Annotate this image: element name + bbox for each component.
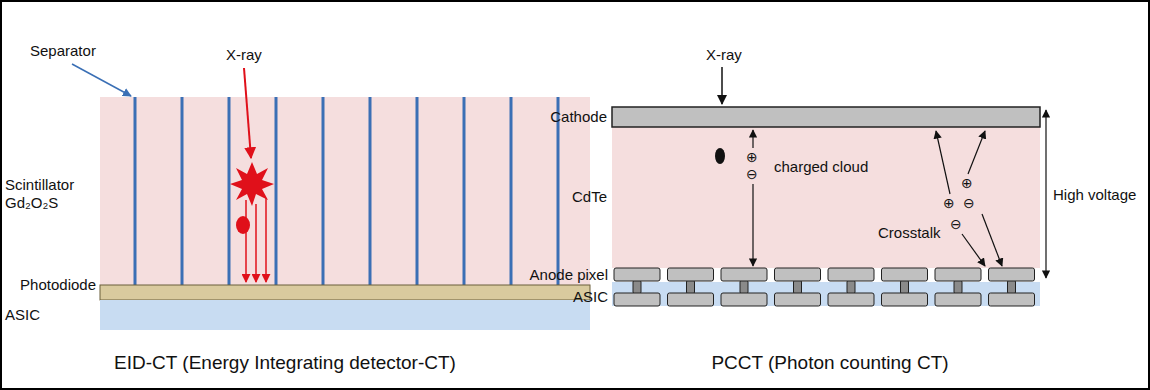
asic-pad — [614, 293, 660, 306]
part-label: X-ray — [226, 46, 262, 64]
charge-symbol: ⊖ — [746, 167, 758, 181]
electron-drift — [982, 214, 1002, 266]
xray-arrow — [244, 68, 251, 158]
pixel-bump — [633, 280, 641, 294]
leader-line — [72, 64, 131, 96]
separator-line — [322, 97, 325, 285]
asic-pad — [989, 293, 1035, 306]
scintillation-burst — [230, 162, 274, 206]
part-label: ASIC — [573, 288, 608, 306]
hole-drift — [752, 130, 753, 148]
charge-symbol: ⊕ — [943, 196, 955, 210]
part-label: Anode pixel — [530, 266, 608, 284]
separators — [135, 97, 558, 285]
absorption-point — [715, 148, 725, 164]
anode-pixel — [721, 268, 767, 281]
charge-symbol: ⊕ — [746, 150, 758, 164]
xray-arrow — [721, 67, 723, 104]
light-arrow — [255, 204, 257, 282]
separator-line — [369, 97, 372, 285]
separator-line — [416, 97, 419, 285]
asic-pad — [882, 293, 928, 306]
pixel-bump — [901, 280, 909, 294]
asic-band — [100, 300, 590, 330]
pixel-bump — [740, 280, 748, 294]
pixel-bump — [794, 280, 802, 294]
separator-line — [181, 97, 184, 285]
asic-pad — [828, 293, 874, 306]
anode-pixel — [614, 268, 660, 281]
photodiode-band — [100, 285, 590, 300]
part-label: CdTe — [572, 188, 607, 206]
anode-pixels — [614, 268, 1035, 306]
part-label: Cathode — [550, 108, 607, 126]
asic-pad — [668, 293, 714, 306]
asic-pad — [935, 293, 981, 306]
asic-pad — [721, 293, 767, 306]
hole-drift — [968, 131, 985, 174]
asic-band — [612, 282, 1040, 306]
part-label: X-ray — [706, 46, 742, 64]
part-label: High voltage — [1053, 186, 1136, 204]
panel-caption: EID-CT (Energy Integrating detector-CT) — [114, 352, 456, 375]
separator-line — [275, 97, 278, 285]
light-arrow — [265, 198, 267, 282]
pixel-bump — [1008, 280, 1016, 294]
light-arrow — [245, 200, 247, 282]
part-label: Crosstalk — [878, 224, 941, 242]
charge-symbol: ⊕ — [961, 176, 973, 190]
part-label: ASIC — [5, 306, 40, 324]
asic-pad — [775, 293, 821, 306]
cdte-block — [612, 127, 1040, 268]
pixel-bump — [954, 280, 962, 294]
part-label: Scintillator Gd₂O₂S — [5, 176, 93, 212]
charge-symbol: ⊖ — [963, 196, 975, 210]
separator-line — [228, 97, 231, 285]
voltage-arrow — [1045, 110, 1046, 278]
part-label: Photodiode — [20, 276, 96, 294]
anode-pixel — [989, 268, 1035, 281]
panel-caption: PCCT (Photon counting CT) — [711, 352, 948, 375]
anode-pixel — [882, 268, 928, 281]
part-label: Separator — [30, 42, 96, 60]
anode-pixel — [668, 268, 714, 281]
cathode-bar — [612, 107, 1040, 127]
pixel-bump — [847, 280, 855, 294]
part-label: charged cloud — [774, 158, 868, 176]
electron-drift — [752, 184, 753, 266]
light-spot — [236, 216, 250, 234]
pixel-bump — [687, 280, 695, 294]
separator-line — [557, 97, 560, 285]
separator-line — [510, 97, 513, 285]
separator-line — [134, 97, 137, 285]
anode-pixel — [775, 268, 821, 281]
hole-drift — [936, 131, 950, 194]
electron-drift — [962, 234, 985, 266]
separator-line — [463, 97, 466, 285]
anode-pixel — [935, 268, 981, 281]
scintillator-block — [100, 97, 590, 285]
charge-symbol: ⊖ — [950, 217, 962, 231]
anode-pixel — [828, 268, 874, 281]
